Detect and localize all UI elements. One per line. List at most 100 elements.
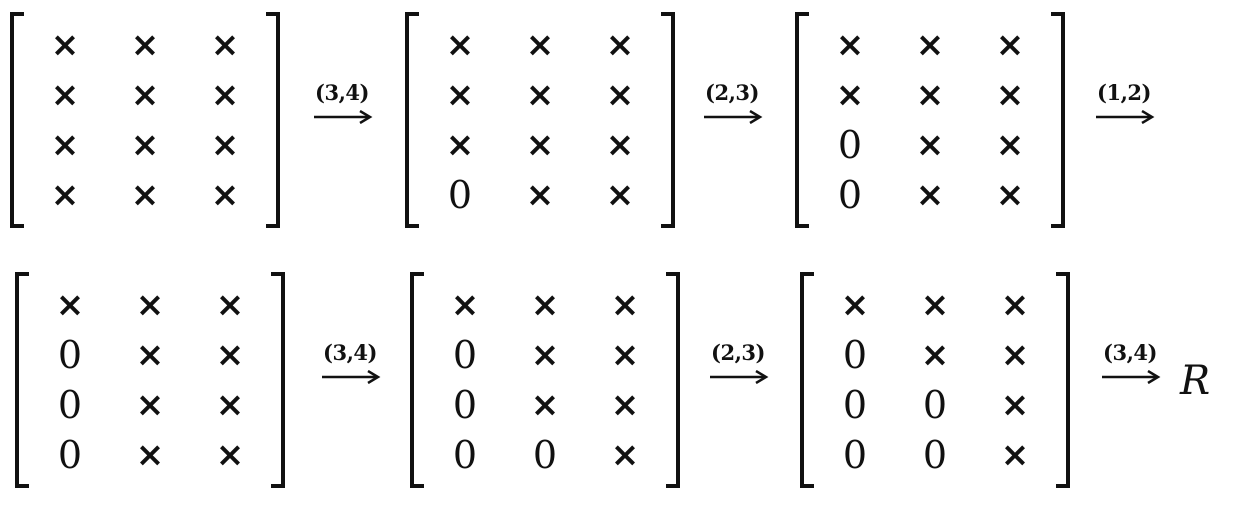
- nonzero-entry: ×: [920, 285, 950, 325]
- nonzero-entry: ×: [915, 75, 945, 115]
- right-bracket: [666, 272, 680, 488]
- nonzero-entry: ×: [995, 75, 1025, 115]
- nonzero-entry: ×: [525, 75, 555, 115]
- nonzero-entry: ×: [530, 385, 560, 425]
- nonzero-entry: ×: [215, 335, 245, 375]
- rotation-label: (3,4): [315, 80, 369, 105]
- nonzero-entry: ×: [130, 75, 160, 115]
- left-bracket: [800, 272, 814, 488]
- rotation-label: (2,3): [711, 340, 765, 365]
- nonzero-entry: ×: [450, 285, 480, 325]
- left-bracket: [410, 272, 424, 488]
- nonzero-entry: ×: [530, 335, 560, 375]
- zero-entry: 0: [922, 433, 948, 477]
- nonzero-entry: ×: [445, 125, 475, 165]
- rotation-label: (1,2): [1097, 80, 1151, 105]
- zero-entry: 0: [57, 333, 83, 377]
- nonzero-entry: ×: [915, 175, 945, 215]
- rotation-arrow-4: (3,4): [318, 340, 382, 400]
- nonzero-entry: ×: [995, 25, 1025, 65]
- nonzero-entry: ×: [135, 335, 165, 375]
- nonzero-entry: ×: [610, 435, 640, 475]
- rotation-arrow-1: (3,4): [310, 80, 374, 140]
- right-bracket: [661, 12, 675, 228]
- nonzero-entry: ×: [1000, 385, 1030, 425]
- matrix-4: × × × 0 × × 0 × × 0 × ×: [15, 272, 285, 488]
- rotation-label: (3,4): [1103, 340, 1157, 365]
- right-arrow-icon: [704, 110, 763, 124]
- nonzero-entry: ×: [50, 125, 80, 165]
- nonzero-entry: ×: [920, 335, 950, 375]
- right-arrow-icon: [710, 370, 769, 384]
- nonzero-entry: ×: [605, 25, 635, 65]
- nonzero-entry: ×: [525, 175, 555, 215]
- matrix-1: ××××××××××××: [10, 12, 280, 228]
- nonzero-entry: ×: [50, 175, 80, 215]
- nonzero-entry: ×: [525, 25, 555, 65]
- right-bracket: [266, 12, 280, 228]
- nonzero-entry: ×: [605, 175, 635, 215]
- zero-entry: 0: [532, 433, 558, 477]
- nonzero-entry: ×: [610, 335, 640, 375]
- nonzero-entry: ×: [610, 385, 640, 425]
- nonzero-entry: ×: [215, 285, 245, 325]
- nonzero-entry: ×: [530, 285, 560, 325]
- nonzero-entry: ×: [210, 75, 240, 115]
- nonzero-entry: ×: [835, 25, 865, 65]
- rotation-arrow-6: (3,4): [1098, 340, 1162, 400]
- nonzero-entry: ×: [525, 125, 555, 165]
- nonzero-entry: ×: [445, 25, 475, 65]
- nonzero-entry: ×: [135, 285, 165, 325]
- right-arrow-icon: [322, 370, 381, 384]
- zero-entry: 0: [57, 433, 83, 477]
- zero-entry: 0: [842, 383, 868, 427]
- nonzero-entry: ×: [55, 285, 85, 325]
- zero-entry: 0: [452, 433, 478, 477]
- nonzero-entry: ×: [445, 75, 475, 115]
- left-bracket: [10, 12, 24, 228]
- left-bracket: [15, 272, 29, 488]
- nonzero-entry: ×: [130, 25, 160, 65]
- nonzero-entry: ×: [835, 75, 865, 115]
- nonzero-entry: ×: [210, 25, 240, 65]
- nonzero-entry: ×: [135, 385, 165, 425]
- rotation-arrow-5: (2,3): [706, 340, 770, 400]
- nonzero-entry: ×: [915, 125, 945, 165]
- rotation-label: (2,3): [705, 80, 759, 105]
- nonzero-entry: ×: [605, 125, 635, 165]
- rotation-arrow-3: (1,2): [1092, 80, 1156, 140]
- nonzero-entry: ×: [1000, 435, 1030, 475]
- nonzero-entry: ×: [915, 25, 945, 65]
- zero-entry: 0: [452, 383, 478, 427]
- right-bracket: [271, 272, 285, 488]
- right-arrow-icon: [1096, 110, 1155, 124]
- zero-entry: 0: [922, 383, 948, 427]
- nonzero-entry: ×: [1000, 285, 1030, 325]
- rotation-arrow-2: (2,3): [700, 80, 764, 140]
- right-arrow-icon: [1102, 370, 1161, 384]
- nonzero-entry: ×: [840, 285, 870, 325]
- right-arrow-icon: [314, 110, 373, 124]
- nonzero-entry: ×: [135, 435, 165, 475]
- nonzero-entry: ×: [995, 125, 1025, 165]
- right-bracket: [1051, 12, 1065, 228]
- right-bracket: [1056, 272, 1070, 488]
- nonzero-entry: ×: [50, 25, 80, 65]
- zero-entry: 0: [842, 333, 868, 377]
- zero-entry: 0: [452, 333, 478, 377]
- zero-entry: 0: [57, 383, 83, 427]
- nonzero-entry: ×: [215, 385, 245, 425]
- rotation-label: (3,4): [323, 340, 377, 365]
- zero-entry: 0: [447, 173, 473, 217]
- left-bracket: [795, 12, 809, 228]
- nonzero-entry: ×: [130, 125, 160, 165]
- nonzero-entry: ×: [210, 125, 240, 165]
- zero-entry: 0: [837, 173, 863, 217]
- nonzero-entry: ×: [130, 175, 160, 215]
- nonzero-entry: ×: [50, 75, 80, 115]
- matrix-3: ××××××0××0××: [795, 12, 1065, 228]
- matrix-2: ×××××××××0××: [405, 12, 675, 228]
- nonzero-entry: ×: [215, 435, 245, 475]
